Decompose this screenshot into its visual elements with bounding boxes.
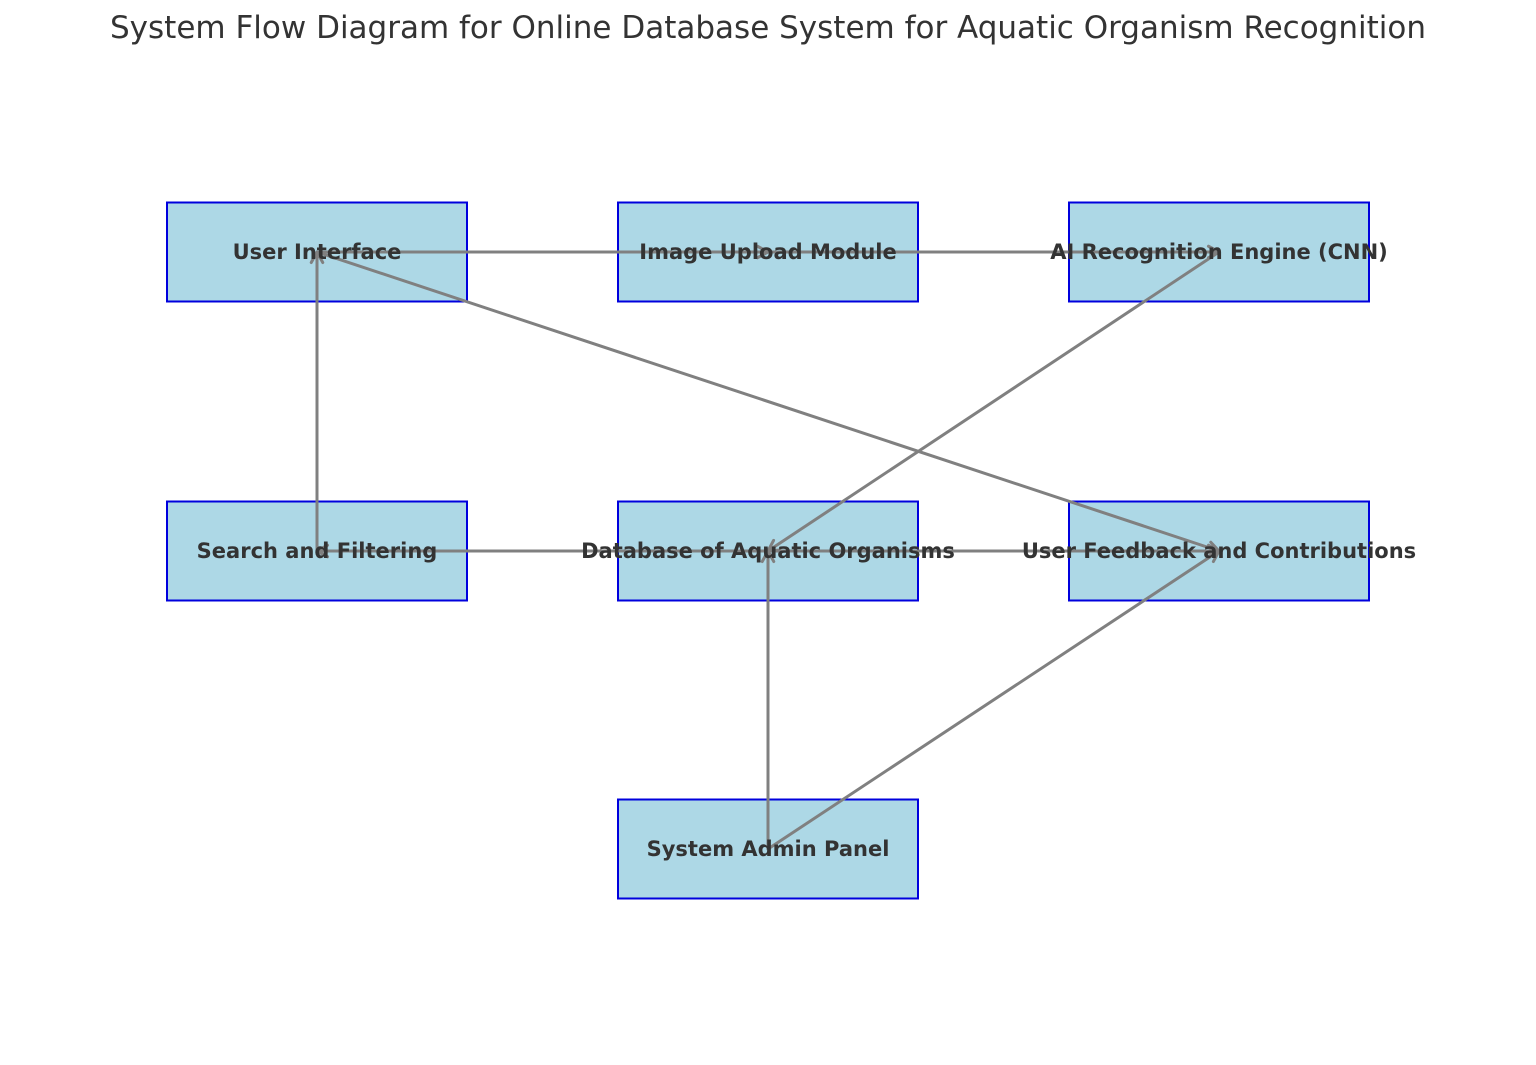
node-label-ai-engine: AI Recognition Engine (CNN) xyxy=(1050,240,1388,264)
node-label-user-feedback: User Feedback and Contributions xyxy=(1022,539,1416,563)
node-label-database: Database of Aquatic Organisms xyxy=(581,539,955,563)
arrowhead xyxy=(760,549,776,564)
node-label-image-upload: Image Upload Module xyxy=(639,240,896,264)
edges-layer xyxy=(309,244,1221,851)
arrowhead xyxy=(1205,549,1221,564)
node-label-search-filtering: Search and Filtering xyxy=(197,539,438,563)
edge-admin-panel-to-database xyxy=(760,549,776,851)
node-label-user-interface: User Interface xyxy=(233,240,402,264)
edge-admin-panel-to-user-feedback xyxy=(766,549,1221,851)
node-label-admin-panel: System Admin Panel xyxy=(647,837,890,861)
diagram-title: System Flow Diagram for Online Database … xyxy=(110,10,1426,46)
labels-layer: User Interface Image Upload Module AI Reco… xyxy=(197,240,1417,861)
